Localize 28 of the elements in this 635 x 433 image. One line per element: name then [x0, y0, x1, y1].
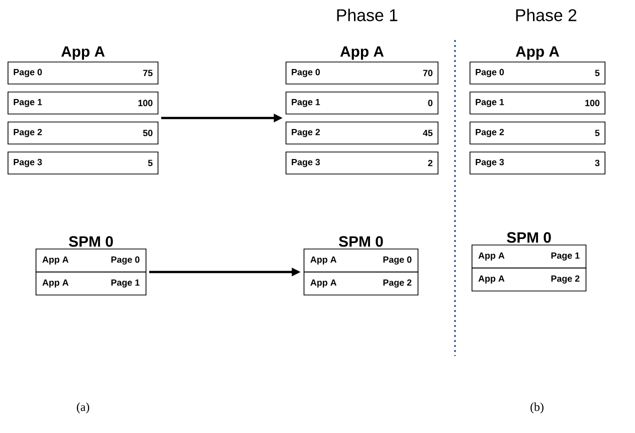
table-row: Page 3 2 — [286, 152, 438, 174]
table-heading: SPM 0 — [506, 232, 551, 243]
table-row: Page 3 3 — [470, 152, 606, 174]
table-heading: SPM 0 — [338, 236, 383, 247]
phase-heading: Phase 2 — [516, 8, 576, 22]
table-heading: SPM 0 — [68, 236, 113, 247]
table-row: Page 0 75 — [8, 62, 158, 84]
table-row: Page 2 50 — [8, 122, 158, 144]
table-row: Page 3 5 — [8, 152, 158, 174]
table-row: Page 1 100 — [470, 92, 606, 114]
table-heading: App A — [340, 46, 384, 60]
table-row: App A Page 1 — [472, 244, 586, 268]
phase-heading: Phase 1 — [337, 8, 398, 22]
table-row: App A Page 0 — [36, 248, 146, 272]
table-row: Page 0 5 — [470, 62, 606, 84]
table-row: Page 2 5 — [470, 122, 606, 144]
panel-caption: (a) — [76, 402, 90, 414]
table-row: App A Page 1 — [36, 272, 146, 296]
table-row: Page 1 0 — [286, 92, 438, 114]
table-row: Page 2 45 — [286, 122, 438, 144]
table-row: Page 1 100 — [8, 92, 158, 114]
table-row: App A Page 2 — [304, 272, 418, 296]
table-row: App A Page 0 — [304, 248, 418, 272]
table-row: App A Page 2 — [472, 268, 586, 292]
table-row: Page 0 70 — [286, 62, 438, 84]
table-heading: App A — [61, 46, 105, 60]
panel-caption: (b) — [530, 402, 544, 414]
table-heading: App A — [516, 46, 560, 60]
